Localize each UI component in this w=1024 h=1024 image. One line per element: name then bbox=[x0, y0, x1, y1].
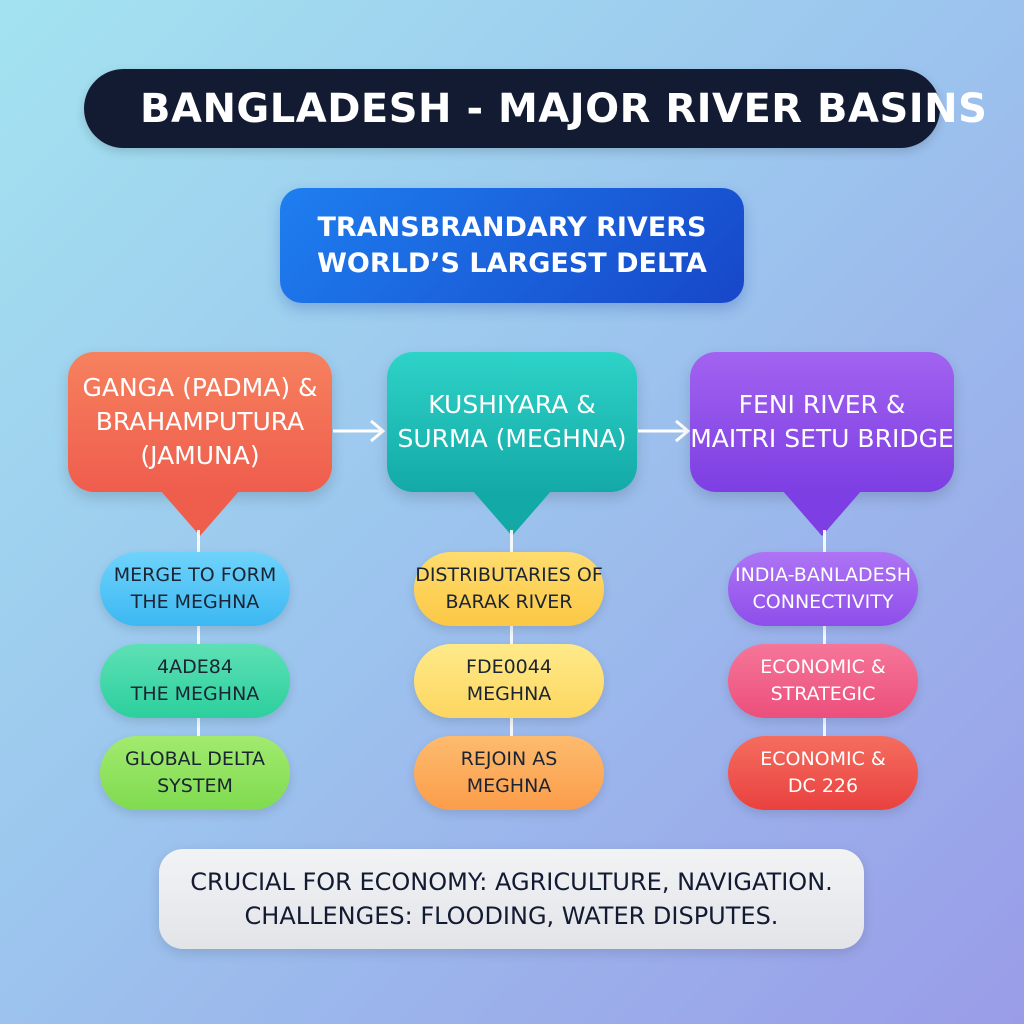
pointer-triangle bbox=[472, 490, 552, 536]
river-box-line: MAITRI SETU BRIDGE bbox=[690, 424, 954, 453]
detail-pill: INDIA-BANLADESH CONNECTIVITY bbox=[728, 552, 918, 626]
detail-pill: REJOIN AS MEGHNA bbox=[414, 736, 604, 810]
river-box-line: KUSHIYARA & bbox=[428, 390, 596, 419]
detail-pill-line: CONNECTIVITY bbox=[752, 591, 894, 613]
detail-pill: FDE0044 MEGHNA bbox=[414, 644, 604, 718]
detail-pill-line: REJOIN AS bbox=[460, 748, 558, 770]
detail-pill: ECONOMIC & DC 226 bbox=[728, 736, 918, 810]
detail-pill: 4ADE84 THE MEGHNA bbox=[100, 644, 290, 718]
river-box-kushiyara-surma: KUSHIYARA & SURMA (MEGHNA) bbox=[387, 352, 637, 492]
detail-pill-line: INDIA-BANLADESH bbox=[734, 564, 912, 586]
river-box-feni: FENI RIVER & MAITRI SETU BRIDGE bbox=[690, 352, 954, 492]
detail-pill-line: MEGHNA bbox=[466, 683, 552, 705]
river-box-line: BRAHAMPUTURA bbox=[95, 407, 305, 436]
detail-pill-line: THE MEGHNA bbox=[130, 591, 260, 613]
river-box-line: FENI RIVER & bbox=[738, 390, 906, 419]
detail-pill-line: BARAK RIVER bbox=[445, 591, 573, 613]
pointer-triangle bbox=[782, 490, 862, 536]
detail-pill-line: FDE0044 bbox=[466, 656, 552, 678]
pointer-triangle bbox=[160, 490, 240, 536]
river-box-line: (JAMUNA) bbox=[140, 441, 260, 470]
arrow-right-icon bbox=[638, 419, 691, 443]
river-box-line: GANGA (PADMA) & bbox=[82, 373, 318, 402]
arrow-right-icon bbox=[333, 419, 386, 443]
detail-pill-line: DISTRIBUTARIES OF bbox=[415, 564, 603, 586]
detail-pill-line: ECONOMIC & bbox=[760, 656, 886, 678]
detail-pill-line: 4ADE84 bbox=[157, 656, 233, 678]
detail-pill: ECONOMIC & STRATEGIC bbox=[728, 644, 918, 718]
footer-line-2: CHALLENGES: FLOODING, WATER DISPUTES. bbox=[244, 902, 779, 930]
subtitle-box: TRANSBRANDARY RIVERS WORLD’S LARGEST DEL… bbox=[280, 188, 744, 303]
subtitle-line-2: WORLD’S LARGEST DELTA bbox=[317, 247, 707, 279]
detail-pill-line: DC 226 bbox=[787, 775, 859, 797]
detail-pill-line: GLOBAL DELTA bbox=[125, 748, 265, 770]
page-title: BANGLADESH - MAJOR RIVER BASINS bbox=[140, 85, 988, 132]
detail-pill-line: STRATEGIC bbox=[770, 683, 876, 705]
detail-pill: GLOBAL DELTA SYSTEM bbox=[100, 736, 290, 810]
detail-pill: MERGE TO FORM THE MEGHNA bbox=[100, 552, 290, 626]
river-box-ganga-brahmaputra: GANGA (PADMA) & BRAHAMPUTURA (JAMUNA) bbox=[68, 352, 332, 492]
detail-pill: DISTRIBUTARIES OF BARAK RIVER bbox=[414, 552, 604, 626]
detail-pill-line: MEGHNA bbox=[466, 775, 552, 797]
detail-pill-line: SYSTEM bbox=[157, 775, 233, 797]
footer-line-1: CRUCIAL FOR ECONOMY: AGRICULTURE, NAVIGA… bbox=[190, 868, 833, 896]
title-bar: BANGLADESH - MAJOR RIVER BASINS bbox=[84, 69, 987, 148]
detail-pill-line: MERGE TO FORM bbox=[113, 564, 277, 586]
detail-pill-line: ECONOMIC & bbox=[760, 748, 886, 770]
detail-pill-line: THE MEGHNA bbox=[130, 683, 260, 705]
footer-note: CRUCIAL FOR ECONOMY: AGRICULTURE, NAVIGA… bbox=[159, 849, 864, 949]
subtitle-line-1: TRANSBRANDARY RIVERS bbox=[317, 211, 707, 243]
river-box-line: SURMA (MEGHNA) bbox=[397, 424, 627, 453]
